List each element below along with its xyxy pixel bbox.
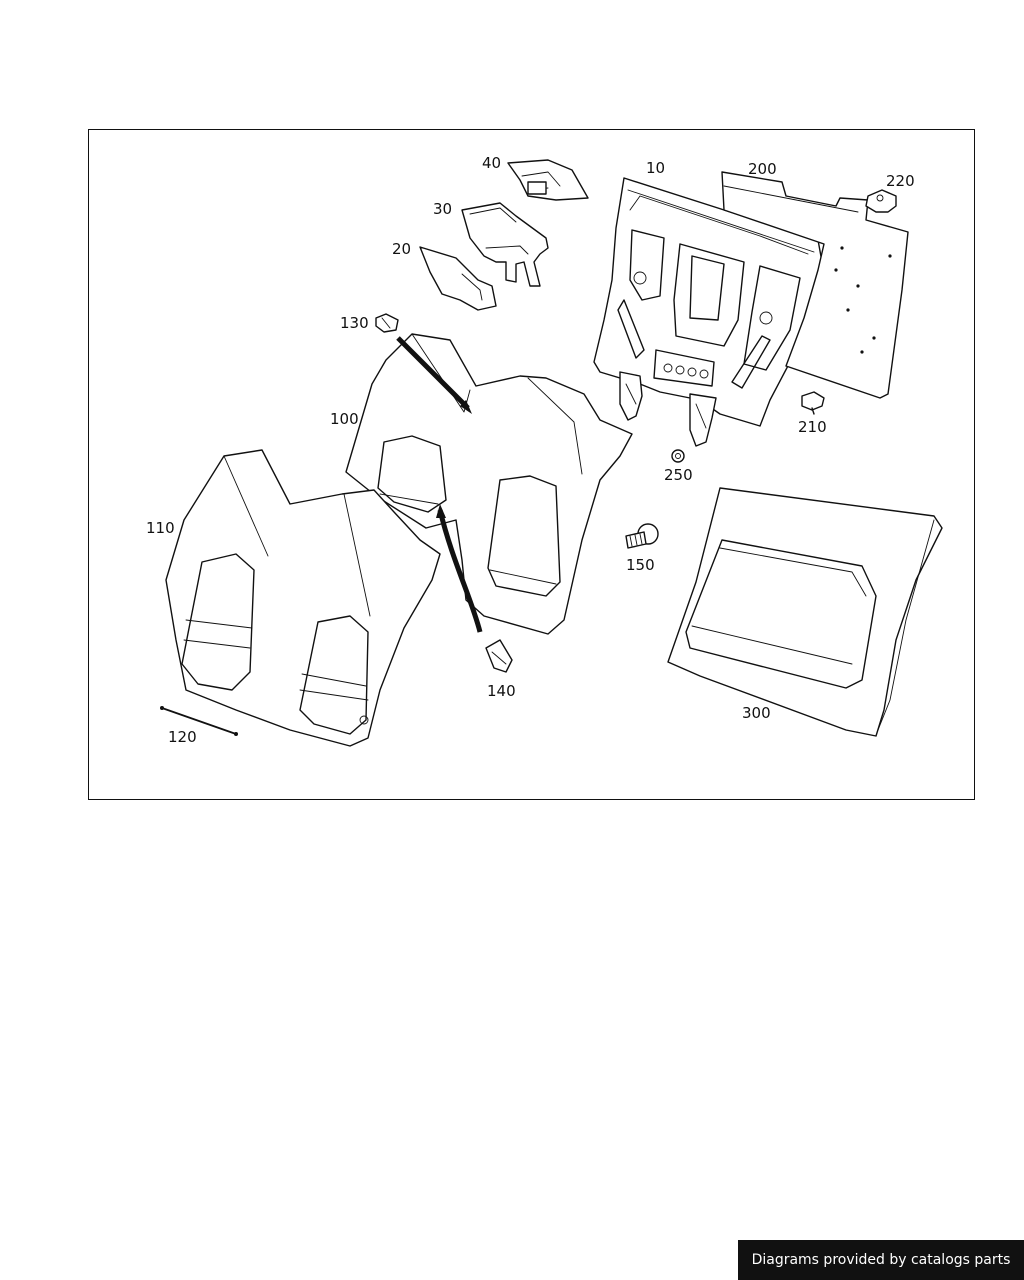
part-130-clip[interactable] <box>375 313 399 333</box>
part-100-backrest-cover[interactable] <box>345 333 633 635</box>
callout-300: 300 <box>742 704 771 722</box>
diagram-frame <box>88 129 975 800</box>
callout-10: 10 <box>646 159 665 177</box>
part-140-clip[interactable] <box>485 639 513 673</box>
part-210-screw[interactable] <box>801 391 825 415</box>
callout-140: 140 <box>487 682 516 700</box>
callout-120: 120 <box>168 728 197 746</box>
part-150-bolt[interactable] <box>625 523 659 549</box>
footer-credit-text: Diagrams provided by catalogs parts <box>751 1252 1011 1268</box>
callout-200: 200 <box>748 160 777 178</box>
part-10-backrest-frame[interactable] <box>593 177 823 447</box>
part-30-guide[interactable] <box>461 202 549 287</box>
callout-210: 210 <box>798 418 827 436</box>
callout-20: 20 <box>392 240 411 258</box>
assembly-arrow-140 <box>436 504 483 633</box>
callout-40: 40 <box>482 154 501 172</box>
part-20-panel[interactable] <box>419 246 497 311</box>
frame-holes <box>633 271 773 379</box>
callout-30: 30 <box>433 200 452 218</box>
callout-250: 250 <box>664 466 693 484</box>
part-110-backrest-cover-front[interactable] <box>165 449 441 747</box>
panel-dots <box>834 246 892 354</box>
assembly-arrow-130 <box>396 336 472 414</box>
part-120-wire[interactable] <box>160 706 238 736</box>
callout-labels: 10 200 220 40 30 20 130 100 210 250 110 … <box>146 154 915 746</box>
callout-220: 220 <box>886 172 915 190</box>
part-200-back-panel[interactable] <box>721 171 909 399</box>
callout-130: 130 <box>340 314 369 332</box>
part-250-nut[interactable] <box>671 449 685 463</box>
footer-credit-badge: Diagrams provided by catalogs parts <box>738 1240 1024 1280</box>
part-300-trim-panel[interactable] <box>667 487 943 737</box>
callout-110: 110 <box>146 519 175 537</box>
part-220-bracket[interactable] <box>865 189 897 213</box>
callout-100: 100 <box>330 410 359 428</box>
callout-150: 150 <box>626 556 655 574</box>
part-40-cover[interactable] <box>507 159 589 201</box>
